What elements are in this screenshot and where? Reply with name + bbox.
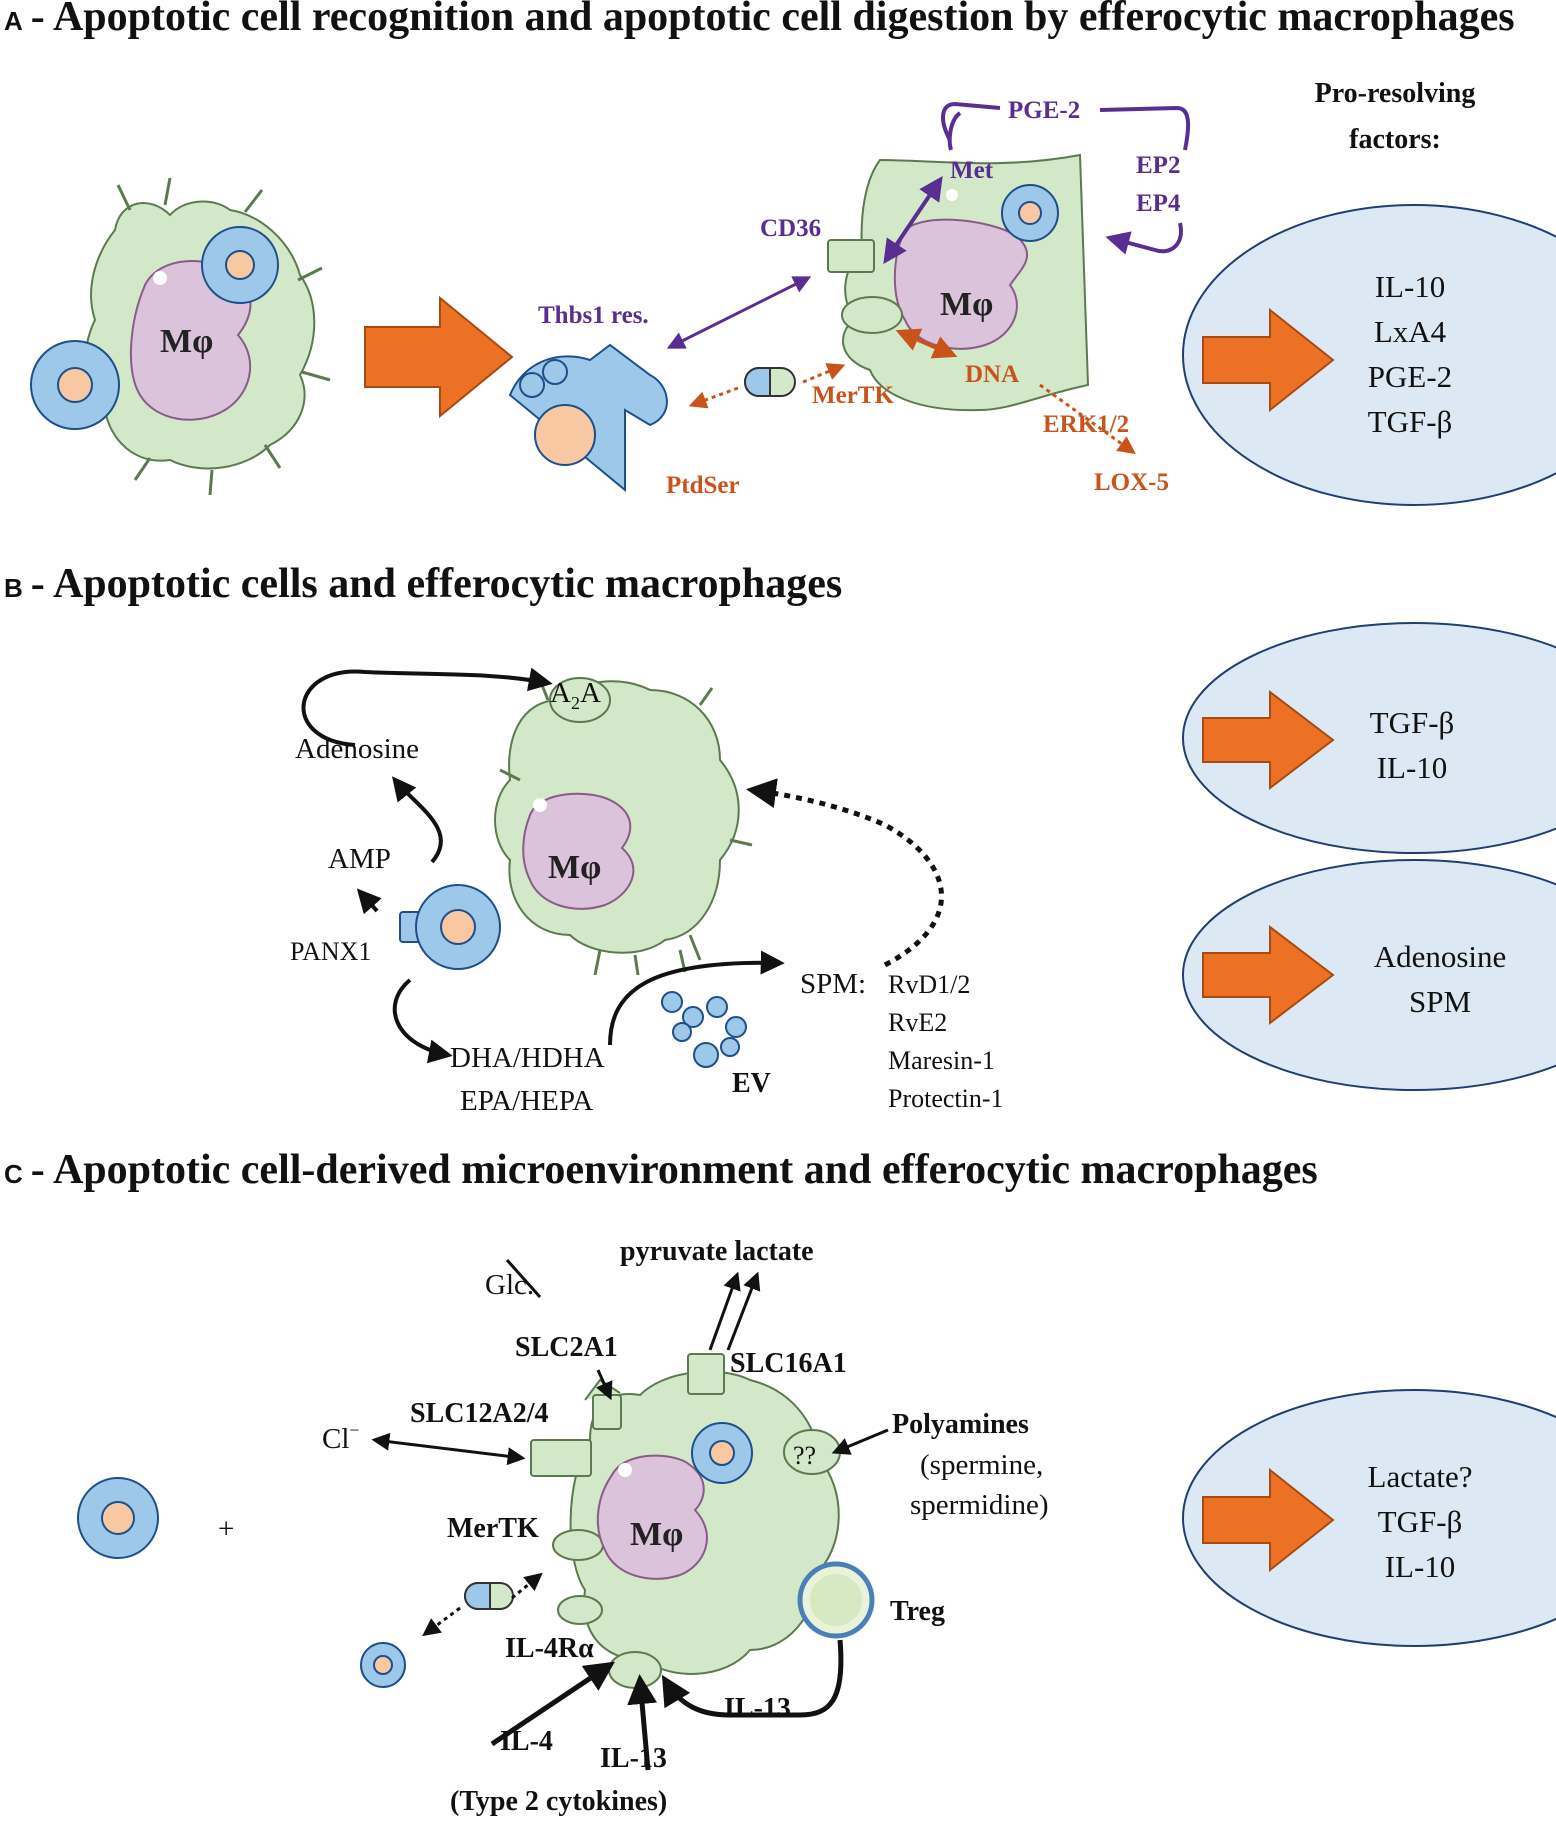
- label-epa: EPA/HEPA: [460, 1085, 593, 1117]
- spm-item: RvD1/2: [888, 970, 970, 999]
- plus-sign: +: [218, 1513, 234, 1545]
- panel-b-title: B - Apoptotic cells and efferocytic macr…: [4, 561, 842, 607]
- label-ptdser: PtdSer: [666, 472, 740, 499]
- apoptotic-cell-c-1: [77, 1477, 159, 1559]
- factors-heading-line2: factors:: [1349, 124, 1441, 155]
- macrophage-cell-b: Mφ: [494, 677, 753, 976]
- extracellular-vesicles: [661, 991, 747, 1068]
- panel-c-title-text: - Apoptotic cell-derived microenvironmen…: [31, 1147, 1318, 1193]
- panel-a-title-text: - Apoptotic cell recognition and apoptot…: [31, 0, 1515, 40]
- factor-item: TGF-β: [1378, 1504, 1463, 1539]
- label-cl: Cl−: [322, 1420, 360, 1455]
- label-ep2: EP2: [1136, 152, 1180, 179]
- label-il4: IL-4: [500, 1726, 553, 1757]
- label-a2a: A2A: [550, 677, 601, 713]
- label-cd36: CD36: [760, 215, 821, 242]
- label-mertk-c: MerTK: [447, 1513, 539, 1544]
- label-lox5: LOX-5: [1094, 469, 1169, 496]
- factors-heading-line1: Pro-resolving: [1315, 78, 1476, 109]
- factors-oval-b1: TGF-β IL-10: [1182, 622, 1556, 854]
- macrophage-cell-a-center: Mφ: [827, 153, 1090, 412]
- apoptotic-cell-a-2: [30, 340, 120, 430]
- arrow-c-oval: [1202, 1467, 1335, 1573]
- label-ev: EV: [732, 1068, 771, 1099]
- label-il4ra: IL-4Rα: [505, 1633, 594, 1664]
- arrow-b-oval2: [1202, 924, 1335, 1026]
- factor-item: TGF-β: [1368, 404, 1453, 439]
- factor-item: PGE-2: [1368, 359, 1452, 394]
- macrophage-cell-a-left: Mφ: [84, 177, 331, 496]
- label-dna: DNA: [965, 361, 1019, 388]
- apoptotic-cell-a-3: [508, 343, 668, 493]
- label-spermidine: spermidine): [910, 1489, 1049, 1521]
- label-mertk-a: MerTK: [812, 382, 894, 409]
- label-dha: DHA/HDHA: [450, 1042, 605, 1074]
- label-ep4: EP4: [1136, 190, 1181, 217]
- label-slc2a1: SLC2A1: [515, 1332, 618, 1363]
- factors-oval-c: Lactate? TGF-β IL-10: [1182, 1389, 1556, 1647]
- macrophage-label-c: Mφ: [630, 1516, 683, 1553]
- label-il13-treg: IL-13: [724, 1693, 791, 1724]
- label-il13: IL-13: [600, 1743, 667, 1774]
- apoptotic-cell-b: [399, 884, 501, 970]
- spm-item: Maresin-1: [888, 1046, 995, 1075]
- panel-c-title: C - Apoptotic cell-derived microenvironm…: [4, 1147, 1318, 1193]
- factors-oval-b2: Adenosine SPM: [1182, 859, 1556, 1091]
- factor-item: Lactate?: [1368, 1459, 1473, 1494]
- label-slc16a1: SLC16A1: [730, 1348, 847, 1379]
- label-adenosine-b: Adenosine: [295, 733, 419, 765]
- mertk-capsule-a: [744, 367, 796, 397]
- label-pge2-a: PGE-2: [1008, 97, 1080, 124]
- macrophage-label-a-center: Mφ: [940, 286, 993, 323]
- panel-b: B - Apoptotic cells and efferocytic macr…: [4, 561, 1556, 1117]
- arrow-a-main: [364, 295, 514, 419]
- panel-b-letter: B: [4, 573, 23, 603]
- factor-item: LxA4: [1374, 314, 1447, 349]
- macrophage-label-b: Mφ: [548, 849, 601, 886]
- treg-cell: [797, 1561, 875, 1639]
- label-slc12a2-4: SLC12A2/4: [410, 1398, 548, 1429]
- label-thbs1: Thbs1 res.: [538, 302, 649, 329]
- label-pyruvate-lactate: pyruvate lactate: [620, 1236, 814, 1267]
- label-type2-cytokines: (Type 2 cytokines): [450, 1786, 667, 1817]
- factor-item: Adenosine: [1374, 939, 1507, 974]
- label-met: Met: [950, 157, 994, 184]
- panel-b-title-text: - Apoptotic cells and efferocytic macrop…: [31, 561, 842, 607]
- arrow-a-oval: [1202, 307, 1335, 413]
- factor-item: SPM: [1409, 984, 1471, 1019]
- spm-item: RvE2: [888, 1008, 947, 1037]
- label-treg: Treg: [890, 1596, 945, 1627]
- label-amp: AMP: [328, 843, 391, 875]
- label-spermine: (spermine,: [920, 1449, 1043, 1481]
- macrophage-label-a-left: Mφ: [160, 323, 213, 360]
- mertk-capsule-c: [464, 1582, 514, 1610]
- label-panx1: PANX1: [290, 937, 371, 966]
- factor-item: IL-10: [1375, 269, 1446, 304]
- arrow-b-oval1: [1202, 689, 1335, 791]
- panel-c: C - Apoptotic cell-derived microenvironm…: [4, 1147, 1556, 1817]
- spm-item: Protectin-1: [888, 1084, 1004, 1113]
- apoptotic-cell-a-1: [201, 226, 279, 304]
- label-spm: SPM:: [800, 968, 866, 1000]
- label-erk: ERK1/2: [1043, 411, 1129, 438]
- label-glc: Glc.: [485, 1269, 534, 1301]
- factor-item: IL-10: [1385, 1549, 1456, 1584]
- factors-oval-a: IL-10 LxA4 PGE-2 TGF-β: [1182, 204, 1556, 506]
- label-polyamines: Polyamines: [892, 1409, 1029, 1440]
- factor-item: IL-10: [1377, 750, 1448, 785]
- apoptotic-cell-c-2: [360, 1642, 406, 1688]
- panel-a-title: A - Apoptotic cell recognition and apopt…: [4, 0, 1515, 40]
- panel-a-letter: A: [4, 6, 23, 36]
- factor-item: TGF-β: [1370, 705, 1455, 740]
- label-unknown: ??: [793, 1441, 816, 1470]
- panel-a: A - Apoptotic cell recognition and apopt…: [4, 0, 1556, 506]
- panel-c-letter: C: [4, 1159, 23, 1189]
